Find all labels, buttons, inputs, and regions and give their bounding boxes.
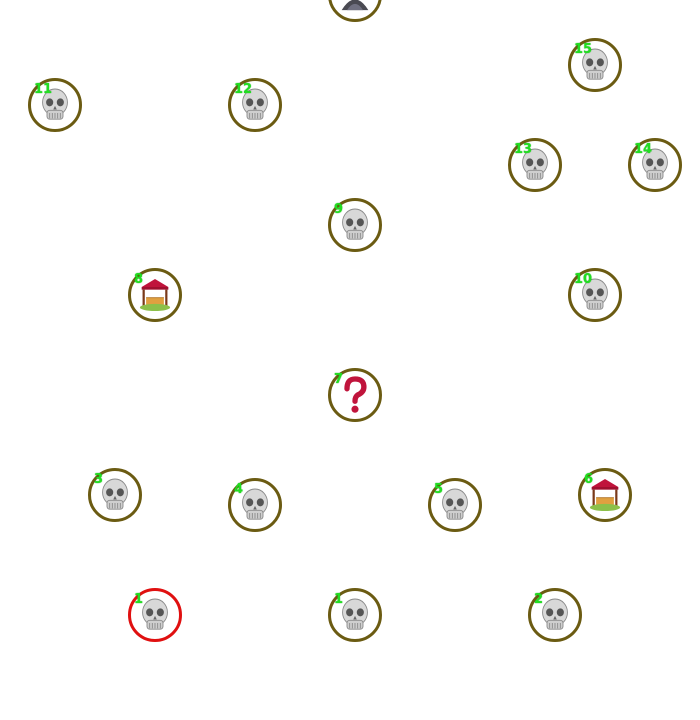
node-number: 11: [34, 82, 53, 97]
skull-icon: [582, 278, 608, 310]
map-node-7[interactable]: 7: [328, 368, 382, 422]
skull-icon: [342, 598, 368, 630]
node-number: 1: [334, 592, 344, 607]
map-node-1[interactable]: 1: [328, 588, 382, 642]
skull-icon: [42, 88, 68, 120]
skull-icon: [102, 478, 128, 510]
map-node-13[interactable]: 13: [508, 138, 562, 192]
node-number: 9: [334, 202, 344, 217]
map-node-14[interactable]: 14: [628, 138, 682, 192]
map-node-3[interactable]: 3: [88, 468, 142, 522]
node-number: 5: [434, 482, 444, 497]
skull-icon: [242, 488, 268, 520]
skull-icon: [642, 148, 668, 180]
node-number: 6: [584, 472, 594, 487]
node-number: 8: [134, 272, 144, 287]
camp-icon: [589, 479, 621, 511]
node-number: 1: [134, 592, 144, 607]
map-node-12[interactable]: 12: [228, 78, 282, 132]
node-number: 3: [94, 472, 104, 487]
map-node-9[interactable]: 9: [328, 198, 382, 252]
question-icon: [344, 376, 367, 413]
node-number: 13: [514, 142, 533, 157]
node-number: 7: [334, 372, 344, 387]
map-node-11[interactable]: 11: [28, 78, 82, 132]
camp-icon: [139, 279, 171, 311]
skull-icon: [342, 208, 368, 240]
node-number: 10: [574, 272, 593, 287]
map-node-4[interactable]: 4: [228, 478, 282, 532]
map-node-boss[interactable]: [328, 0, 382, 22]
node-number: 14: [634, 142, 653, 157]
boss-icon: [341, 0, 369, 11]
map-node-5[interactable]: 5: [428, 478, 482, 532]
node-number: 15: [574, 42, 593, 57]
node-number: 4: [234, 482, 244, 497]
map-node-1-current[interactable]: 1: [128, 588, 182, 642]
map-node-10[interactable]: 10: [568, 268, 622, 322]
skull-icon: [142, 598, 168, 630]
skull-icon: [522, 148, 548, 180]
map-node-8[interactable]: 8: [128, 268, 182, 322]
skull-icon: [542, 598, 568, 630]
skull-icon: [242, 88, 268, 120]
node-number: 12: [234, 82, 253, 97]
node-number: 2: [534, 592, 544, 607]
map-node-6[interactable]: 6: [578, 468, 632, 522]
map-node-2[interactable]: 2: [528, 588, 582, 642]
skull-icon: [442, 488, 468, 520]
map-node-15[interactable]: 15: [568, 38, 622, 92]
skull-icon: [582, 48, 608, 80]
